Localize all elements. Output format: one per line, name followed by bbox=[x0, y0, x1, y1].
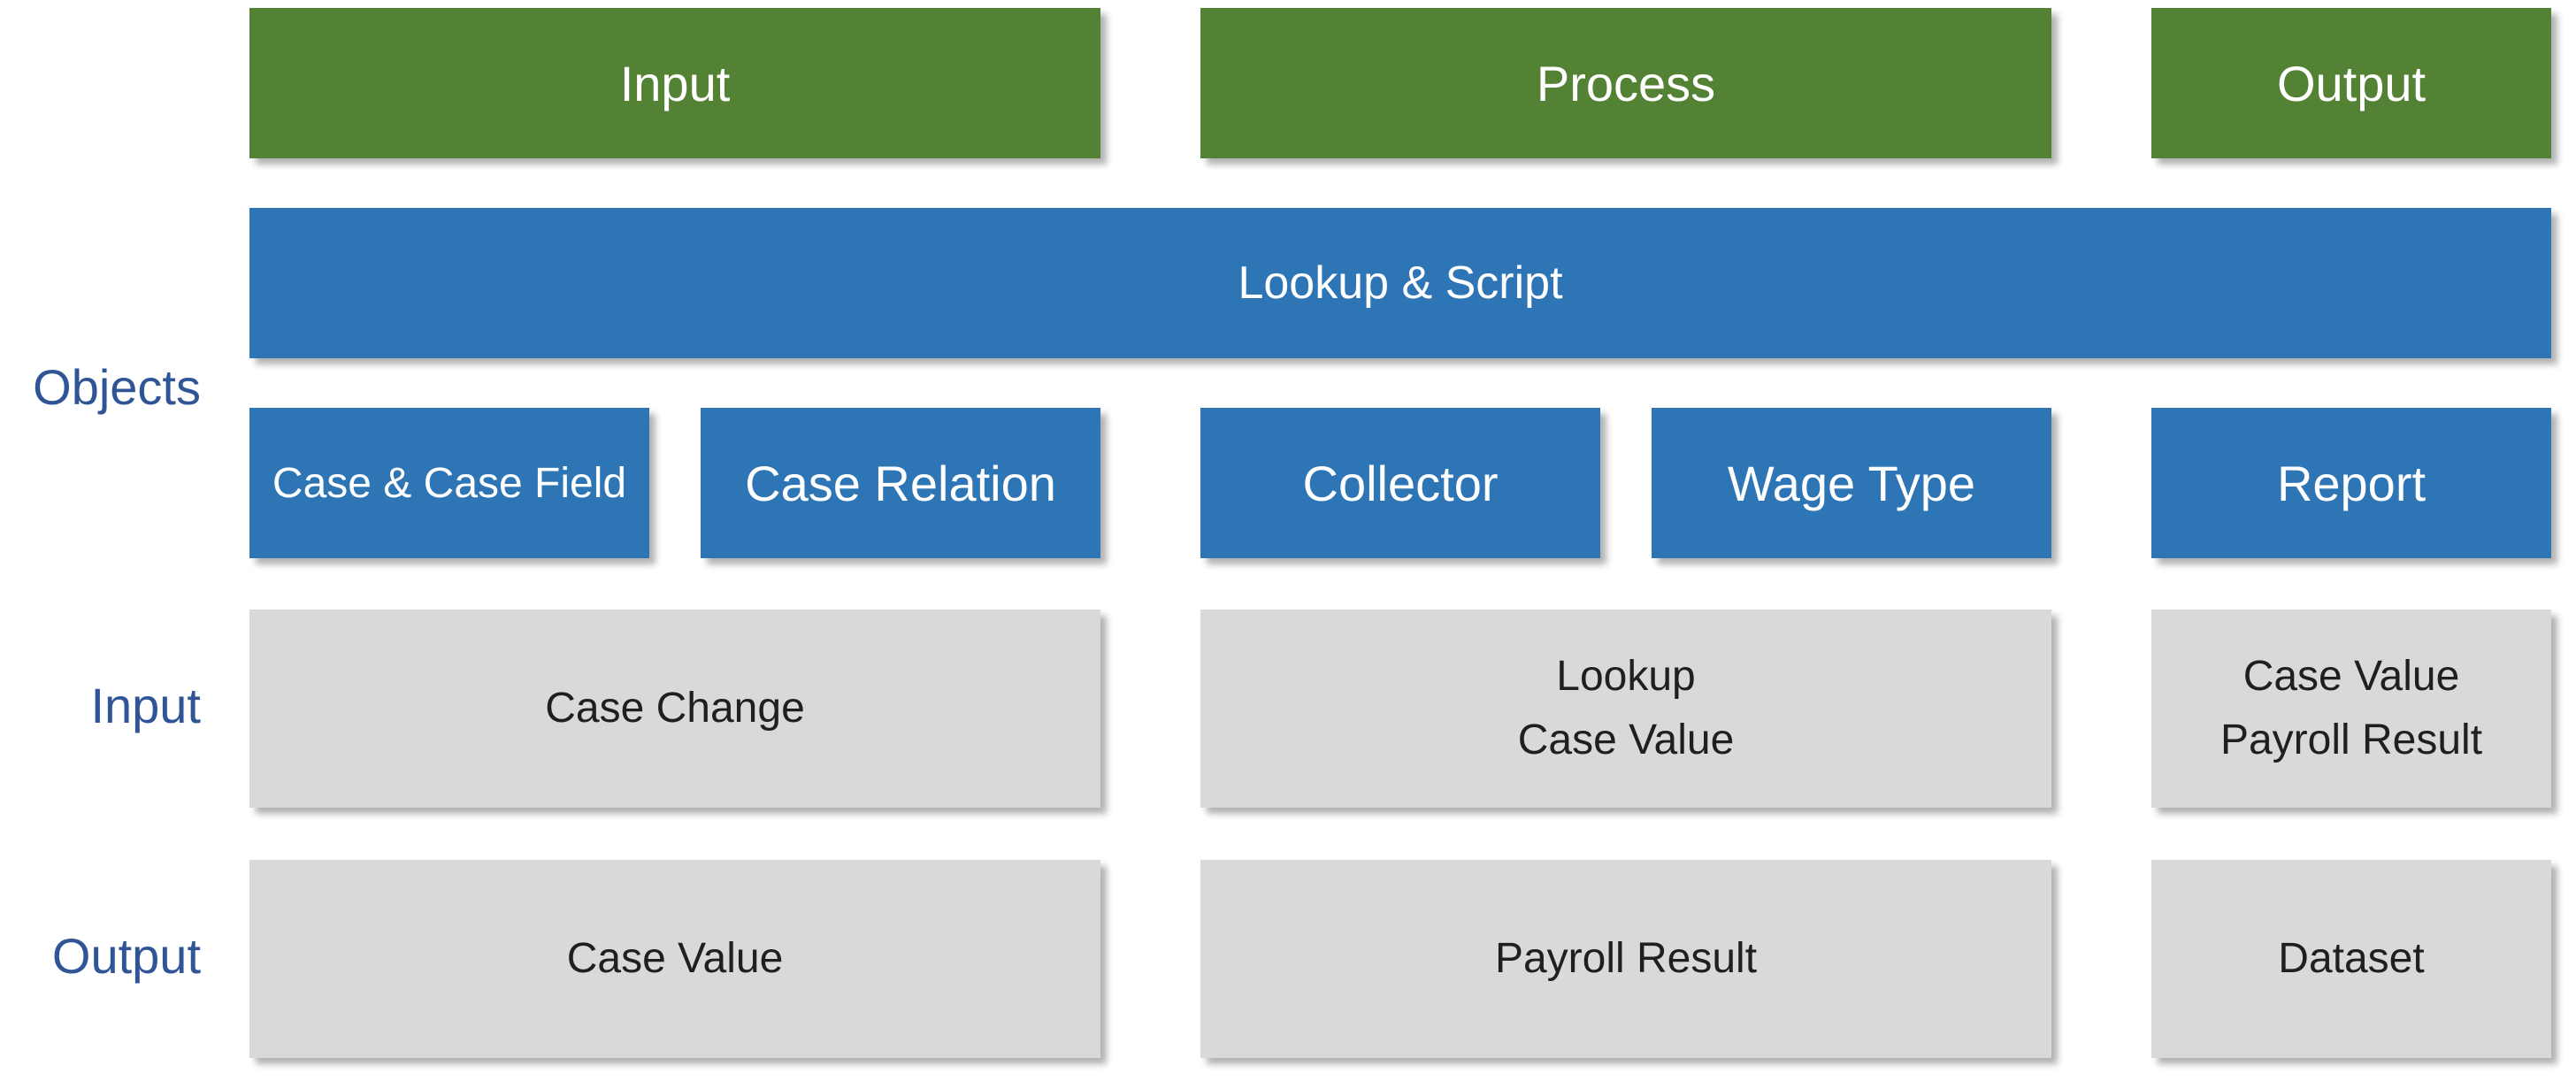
object-case-relation: Case Relation bbox=[701, 408, 1100, 558]
row-label-output: Output bbox=[51, 928, 201, 984]
input-row-process-col-line: Case Value bbox=[1517, 717, 1735, 763]
column-header-process-label: Process bbox=[1536, 55, 1716, 111]
object-wage-type-label: Wage Type bbox=[1727, 455, 1976, 511]
row-label-input: Input bbox=[90, 678, 201, 733]
output-row-output-col-line: Dataset bbox=[2278, 935, 2425, 982]
object-case-field-label: Case & Case Field bbox=[272, 459, 627, 507]
lookup-script-label: Lookup & Script bbox=[1238, 257, 1563, 309]
column-header-output-label: Output bbox=[2276, 55, 2426, 111]
input-row-output-col-text: Case Value Payroll Result bbox=[2220, 645, 2482, 772]
input-row-output-col-line: Case Value bbox=[2242, 653, 2460, 700]
output-row-process-col: Payroll Result bbox=[1200, 860, 2051, 1058]
input-row-process-col-text: Lookup Case Value bbox=[1518, 645, 1735, 772]
output-row-process-col-line: Payroll Result bbox=[1494, 935, 1758, 982]
column-header-process: Process bbox=[1200, 8, 2051, 158]
object-wage-type: Wage Type bbox=[1652, 408, 2051, 558]
object-collector: Collector bbox=[1200, 408, 1600, 558]
output-row-output-col: Dataset bbox=[2151, 860, 2551, 1058]
output-row-input-col: Case Value bbox=[249, 860, 1100, 1058]
input-row-input-col-line: Case Change bbox=[545, 685, 805, 732]
object-case-relation-label: Case Relation bbox=[745, 455, 1056, 511]
input-row-output-col: Case Value Payroll Result bbox=[2151, 610, 2551, 808]
input-row-process-col: Lookup Case Value bbox=[1200, 610, 2051, 808]
input-row-input-col-text: Case Change bbox=[545, 677, 805, 740]
input-row-process-col-line: Lookup bbox=[1556, 653, 1696, 700]
column-header-output: Output bbox=[2151, 8, 2551, 158]
column-header-input-label: Input bbox=[619, 55, 731, 111]
object-collector-label: Collector bbox=[1302, 455, 1499, 511]
input-row-input-col: Case Change bbox=[249, 610, 1100, 808]
object-case-field: Case & Case Field bbox=[249, 408, 649, 558]
object-report: Report bbox=[2151, 408, 2551, 558]
row-label-objects: Objects bbox=[33, 359, 201, 415]
column-header-input: Input bbox=[249, 8, 1100, 158]
input-row-output-col-line: Payroll Result bbox=[2220, 717, 2483, 763]
output-row-input-col-line: Case Value bbox=[566, 935, 784, 982]
lookup-script-band: Lookup & Script bbox=[249, 208, 2551, 358]
object-report-label: Report bbox=[2276, 455, 2426, 511]
